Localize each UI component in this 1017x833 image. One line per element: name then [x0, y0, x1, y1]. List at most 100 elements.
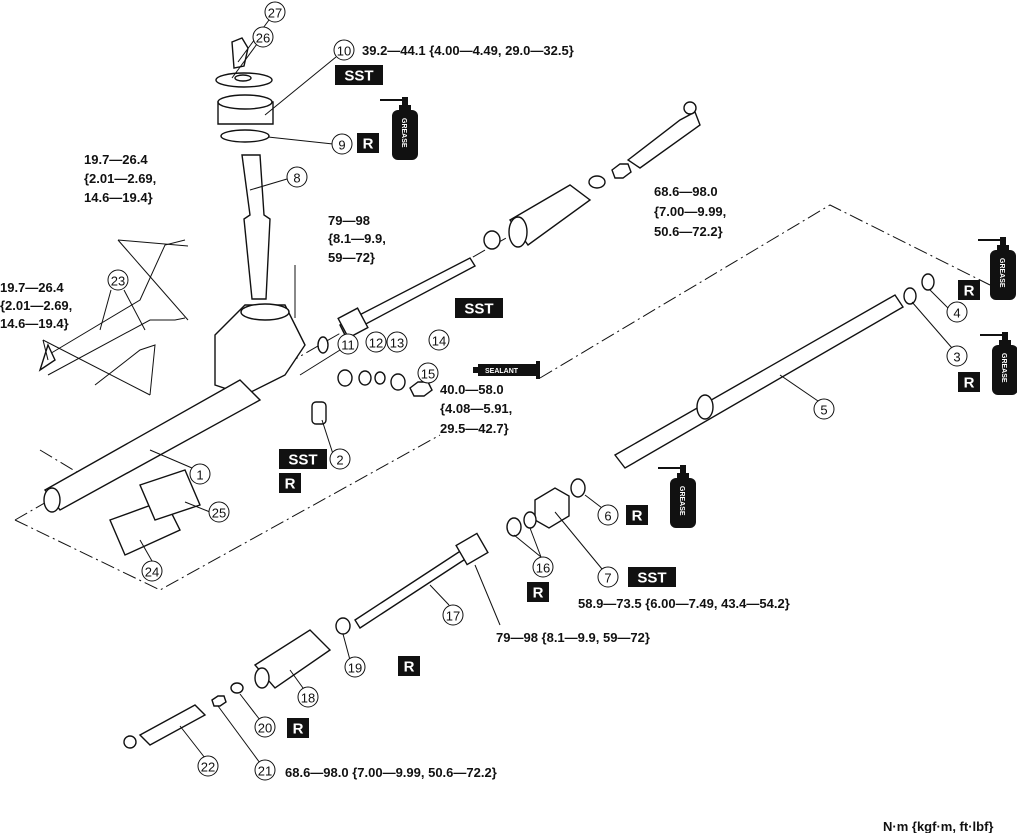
parts	[38, 37, 935, 749]
replace-badge: R	[398, 656, 420, 676]
callout-number: 16	[536, 561, 550, 576]
torque-part10: 39.2—44.1 {4.00—4.49, 29.0—32.5}	[362, 43, 574, 58]
callout-10: 10	[333, 39, 355, 61]
torque-pipe-lower-2: {2.01—2.69,	[0, 298, 72, 313]
callout-number: 10	[337, 44, 351, 59]
callout-number: 19	[348, 661, 362, 676]
torque-part15-3: 29.5—42.7}	[440, 421, 509, 436]
callout-22: 22	[197, 755, 219, 777]
callout-21: 21	[254, 759, 276, 781]
torque-pipe-lower-3: 14.6—19.4}	[0, 316, 69, 331]
callout-5: 5	[813, 398, 835, 420]
callout-26: 26	[252, 26, 274, 48]
callout-number: 4	[953, 306, 960, 321]
callout-4: 4	[946, 301, 968, 323]
callout-1: 1	[189, 463, 211, 485]
torque-part21: 68.6—98.0 {7.00—9.99, 50.6—72.2}	[285, 765, 497, 780]
sst-badge: SST	[279, 449, 327, 469]
callout-number: 5	[820, 403, 827, 418]
callout-20: 20	[254, 716, 276, 738]
callout-number: 15	[421, 367, 435, 382]
callout-number: 23	[111, 274, 125, 289]
sealant-label: SEALANT	[485, 368, 519, 375]
badge-label: R	[363, 136, 374, 153]
callout-number: 6	[604, 509, 611, 524]
callout-16: 16	[532, 556, 554, 578]
sst-badge: SST	[628, 567, 676, 587]
callout-19: 19	[344, 656, 366, 678]
sst-badge: SST	[455, 298, 503, 318]
callout-number: 11	[341, 338, 355, 353]
grease-label: GREASE	[1000, 353, 1007, 383]
callout-number: 7	[604, 571, 611, 586]
badge-label: R	[632, 508, 643, 525]
sealant-tube-icon: SEALANT	[473, 361, 540, 379]
replace-badge: R	[626, 505, 648, 525]
torque-tie-rod-end-upper-2: {7.00—9.99,	[654, 204, 726, 219]
grease-label: GREASE	[400, 118, 407, 148]
torque-part15-2: {4.08—5.91,	[440, 401, 512, 416]
callout-13: 13	[386, 331, 408, 353]
grease-label: GREASE	[678, 486, 685, 516]
callout-14: 14	[428, 329, 450, 351]
grease-can-icon: GREASE	[978, 237, 1016, 300]
callout-number: 24	[145, 565, 159, 580]
callout-11: 11	[337, 333, 359, 355]
replace-badge: R	[357, 133, 379, 153]
callout-27: 27	[264, 1, 286, 23]
torque-tie-rod-upper-2: {8.1—9.9,	[328, 231, 386, 246]
torque-pipe-lower-1: 19.7—26.4	[0, 280, 64, 295]
callout-18: 18	[297, 686, 319, 708]
callout-9: 9	[331, 133, 353, 155]
callout-number: 25	[212, 506, 226, 521]
sst-badge: SST	[335, 65, 383, 85]
callout-number: 8	[293, 171, 300, 186]
callout-7: 7	[597, 566, 619, 588]
replace-badge: R	[958, 280, 980, 300]
torque-tie-rod-end-upper-1: 68.6—98.0	[654, 184, 718, 199]
grease-can-icon: GREASE	[380, 97, 418, 160]
callout-number: 20	[258, 721, 272, 736]
callout-number: 2	[336, 453, 343, 468]
callout-2: 2	[329, 448, 351, 470]
badge-label: SST	[637, 570, 666, 587]
torque-tie-rod-lower: 79—98 {8.1—9.9, 59—72}	[496, 630, 650, 645]
callout-number: 9	[338, 138, 345, 153]
callout-number: 27	[268, 6, 282, 21]
badge-label: R	[533, 585, 544, 602]
callout-6: 6	[597, 504, 619, 526]
callout-25: 25	[208, 501, 230, 523]
callout-3: 3	[946, 345, 968, 367]
badge-label: R	[293, 721, 304, 738]
torque-specs: 39.2—44.1 {4.00—4.49, 29.0—32.5} 19.7—26…	[0, 43, 994, 833]
torque-pipe-upper-3: 14.6—19.4}	[84, 190, 153, 205]
torque-tie-rod-upper-1: 79—98	[328, 213, 370, 228]
callout-12: 12	[365, 331, 387, 353]
replace-badge: R	[287, 718, 309, 738]
leader-lines	[42, 19, 953, 764]
badge-label: SST	[464, 301, 493, 318]
callout-15: 15	[417, 362, 439, 384]
callout-24: 24	[141, 560, 163, 582]
badge-label: SST	[288, 452, 317, 469]
units-label: N·m {kgf·m, ft·lbf}	[883, 819, 994, 833]
badge-label: R	[964, 375, 975, 392]
grease-can-icon: GREASE	[658, 465, 696, 528]
callout-number: 22	[201, 760, 215, 775]
torque-part15-1: 40.0—58.0	[440, 382, 504, 397]
replace-badge: R	[527, 582, 549, 602]
badge-label: R	[964, 283, 975, 300]
callout-number: 13	[390, 336, 404, 351]
torque-tie-rod-end-upper-3: 50.6—72.2}	[654, 224, 723, 239]
badge-label: R	[404, 659, 415, 676]
callout-number: 14	[432, 334, 446, 349]
badge-label: SST	[344, 68, 373, 85]
badge-label: R	[285, 476, 296, 493]
callout-23: 23	[107, 269, 129, 291]
torque-tie-rod-upper-3: 59—72}	[328, 250, 375, 265]
badges: SST R SST SST R R R R SST R R R	[279, 65, 980, 738]
torque-part7: 58.9—73.5 {6.00—7.49, 43.4—54.2}	[578, 596, 790, 611]
grease-cans: GREASE GREASE GREASE GREASE	[380, 97, 1017, 528]
